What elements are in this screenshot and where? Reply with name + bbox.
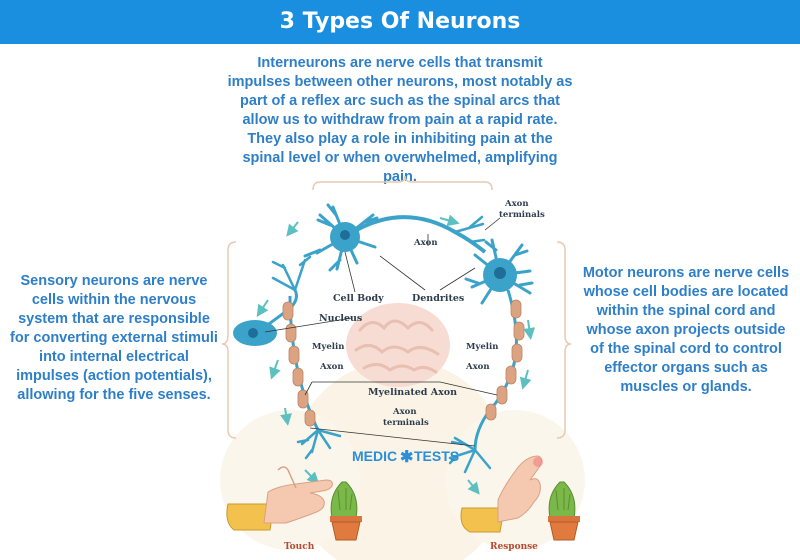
logo-symbol: ✱ — [400, 449, 413, 466]
page-title: 3 Types Of Neurons — [0, 0, 800, 44]
label-dendrites: Dendrites — [412, 293, 464, 304]
logo-text-tests: TESTS — [414, 448, 459, 464]
label-myelinated-axon: Myelinated Axon — [368, 387, 457, 398]
caption-response: Response — [490, 542, 538, 552]
cactus-right — [548, 481, 580, 541]
label-axon-terminals-bottom-1: Axon — [392, 407, 417, 417]
label-axon-terminals-top-2: terminals — [499, 210, 545, 220]
label-axon-terminals-top-1: Axon — [504, 199, 529, 209]
interneurons-description: Interneurons are nerve cells that transm… — [227, 55, 573, 185]
top-bracket — [312, 175, 493, 191]
myelin-sheaths-right — [485, 299, 525, 421]
brain-illustration — [346, 303, 450, 387]
logo-text-medic: MEDIC — [352, 448, 397, 464]
right-bracket — [556, 241, 572, 439]
label-axon-right: Axon — [465, 362, 490, 372]
response-hand-illustration — [460, 455, 543, 533]
label-myelin-right: Myelin — [466, 342, 498, 352]
left-bracket — [221, 241, 237, 439]
label-myelin-left: Myelin — [312, 342, 344, 352]
label-nucleus: Nucleus — [319, 313, 362, 324]
caption-touch: Touch — [284, 542, 315, 552]
interneuron — [303, 203, 487, 272]
flow-arrows — [256, 214, 536, 495]
leader-lines — [264, 217, 501, 447]
sensory-neurons-description: Sensory neurons are nerve cells within t… — [10, 273, 218, 403]
label-axon-top: Axon — [413, 238, 438, 248]
touch-hand-illustration — [226, 466, 333, 531]
label-cell-body: Cell Body — [333, 293, 384, 304]
medictests-logo: MEDIC ✱ TESTS — [352, 448, 459, 466]
motor-neurons-description: Motor neurons are nerve cells whose cell… — [582, 265, 790, 395]
label-axon-terminals-bottom-2: terminals — [383, 418, 429, 428]
label-axon-left: Axon — [319, 362, 344, 372]
cactus-left — [330, 481, 362, 541]
